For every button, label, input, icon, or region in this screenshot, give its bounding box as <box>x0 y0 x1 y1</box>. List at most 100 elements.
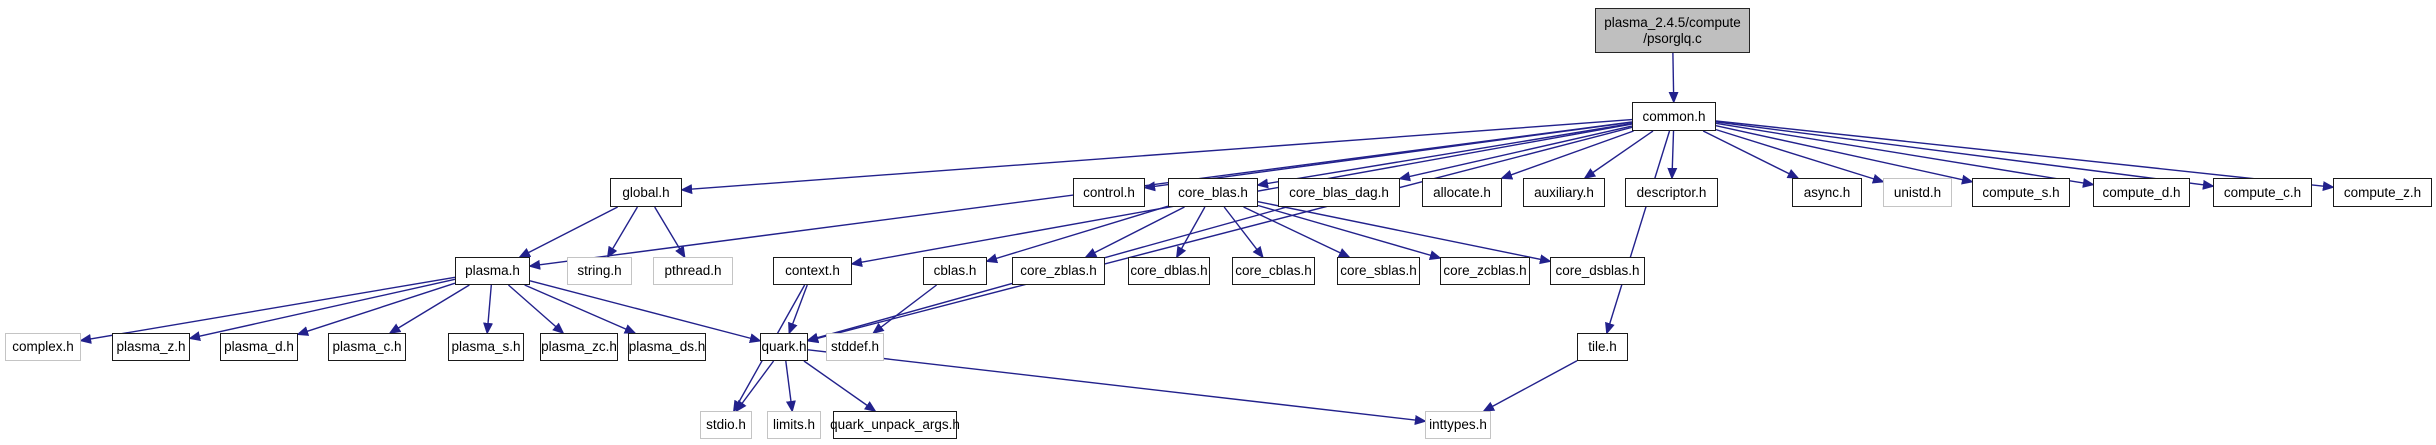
node-label: core_dblas.h <box>1130 263 1208 279</box>
graph-node-core-blas-dag[interactable]: core_blas_dag.h <box>1278 178 1400 207</box>
edge-plasma-to-plasma_ds <box>524 284 637 334</box>
graph-node-cblas[interactable]: cblas.h <box>923 257 987 285</box>
graph-node-core-blas[interactable]: core_blas.h <box>1168 178 1258 207</box>
edge-quark-to-limits <box>785 360 796 413</box>
edge-core_blas-to-core_dsblas <box>1257 201 1552 265</box>
graph-node-core-dsblas[interactable]: core_dsblas.h <box>1550 257 1645 285</box>
graph-node-context[interactable]: context.h <box>773 257 852 285</box>
graph-node-allocate[interactable]: allocate.h <box>1422 178 1502 207</box>
edge-common-to-allocate <box>1500 130 1634 180</box>
node-label: plasma_c.h <box>332 339 402 355</box>
edge-common-to-core_blas_dag <box>1398 125 1633 182</box>
graph-node-plasma-z[interactable]: plasma_z.h <box>112 333 190 361</box>
node-label: compute_c.h <box>2223 184 2302 200</box>
node-label: quark_unpack_args.h <box>830 417 960 433</box>
node-label: plasma_ds.h <box>628 339 706 355</box>
node-label: compute_s.h <box>1982 184 2060 200</box>
edge-common-to-unistd <box>1715 128 1885 184</box>
edge-common-to-descriptor <box>1667 130 1678 180</box>
node-label: compute_d.h <box>2102 184 2181 200</box>
graph-node-compute-z[interactable]: compute_z.h <box>2333 178 2432 207</box>
node-label: auxiliary.h <box>1534 184 1594 200</box>
node-label: core_blas_dag.h <box>1289 184 1389 200</box>
node-label: inttypes.h <box>1429 417 1487 433</box>
node-label: stddef.h <box>830 339 880 355</box>
graph-node-limits: limits.h <box>767 411 821 439</box>
graph-node-psorglq: plasma_2.4.5/compute/psorglq.c <box>1595 8 1750 53</box>
edge-quark-to-quark_unpack_args <box>803 360 877 413</box>
node-label: unistd.h <box>1893 184 1942 200</box>
node-label: plasma_z.h <box>116 339 186 355</box>
graph-node-compute-c[interactable]: compute_c.h <box>2213 178 2312 207</box>
node-label: core_cblas.h <box>1235 263 1312 279</box>
graph-node-string: string.h <box>567 257 632 285</box>
graph-node-auxiliary[interactable]: auxiliary.h <box>1523 178 1605 207</box>
graph-node-plasma-ds[interactable]: plasma_ds.h <box>628 333 706 361</box>
graph-node-compute-s[interactable]: compute_s.h <box>1972 178 2070 207</box>
node-label: core_sblas.h <box>1340 263 1417 279</box>
node-label: tile.h <box>1588 339 1617 355</box>
edge-psorglq-to-common <box>1668 52 1679 104</box>
graph-node-core-sblas[interactable]: core_sblas.h <box>1337 257 1420 285</box>
node-label: compute_z.h <box>2343 184 2422 200</box>
node-label: async.h <box>1803 184 1851 200</box>
edge-common-to-tile <box>1605 130 1671 335</box>
graph-node-plasma-s[interactable]: plasma_s.h <box>448 333 524 361</box>
node-label: context.h <box>785 263 840 279</box>
graph-node-compute-d[interactable]: compute_d.h <box>2093 178 2190 207</box>
node-label: core_zblas.h <box>1020 263 1097 279</box>
graph-node-quark-unpack-args[interactable]: quark_unpack_args.h <box>830 411 960 439</box>
graph-node-tile[interactable]: tile.h <box>1577 333 1628 361</box>
node-label: descriptor.h <box>1636 184 1707 200</box>
edge-global-to-plasma <box>518 206 618 258</box>
edge-common-to-compute_c <box>1715 121 2215 190</box>
node-label: core_blas.h <box>1178 184 1248 200</box>
graph-node-inttypes: inttypes.h <box>1425 411 1491 439</box>
node-label: control.h <box>1083 184 1135 200</box>
graph-node-plasma[interactable]: plasma.h <box>455 257 530 285</box>
node-label: plasma.h <box>465 263 520 279</box>
node-label: pthread.h <box>664 263 722 279</box>
edge-common-to-compute_d <box>1715 122 2095 188</box>
edge-common-to-auxiliary <box>1583 130 1654 180</box>
graph-node-global[interactable]: global.h <box>610 178 682 207</box>
node-label: global.h <box>622 184 670 200</box>
graph-node-core-zcblas[interactable]: core_zcblas.h <box>1440 257 1530 285</box>
graph-node-quark[interactable]: quark.h <box>760 333 808 361</box>
edge-plasma-to-plasma_c <box>388 284 470 334</box>
graph-node-stddef: stddef.h <box>826 333 884 361</box>
edge-global-to-pthread <box>654 206 686 259</box>
edge-plasma-to-plasma_s <box>483 284 494 335</box>
graph-node-stdio: stdio.h <box>700 411 752 439</box>
node-label: plasma_s.h <box>451 339 521 355</box>
graph-node-pthread: pthread.h <box>653 257 733 285</box>
edge-tile-to-inttypes <box>1482 360 1578 412</box>
node-label-line: /psorglq.c <box>1643 30 1702 46</box>
graph-node-async[interactable]: async.h <box>1792 178 1862 207</box>
edge-plasma-to-quark <box>529 280 762 344</box>
graph-node-control[interactable]: control.h <box>1073 178 1145 207</box>
graph-node-complex: complex.h <box>5 333 81 361</box>
node-label: core_dsblas.h <box>1555 263 1640 279</box>
graph-node-core-dblas[interactable]: core_dblas.h <box>1128 257 1210 285</box>
node-label: limits.h <box>772 417 815 433</box>
node-label: stdio.h <box>706 417 746 433</box>
graph-node-common[interactable]: common.h <box>1632 102 1716 131</box>
graph-node-core-cblas[interactable]: core_cblas.h <box>1232 257 1315 285</box>
edge-quark-to-inttypes <box>807 349 1427 425</box>
node-label-line: plasma_2.4.5/compute <box>1604 14 1741 30</box>
graph-node-core-zblas[interactable]: core_zblas.h <box>1012 257 1105 285</box>
graph-node-plasma-d[interactable]: plasma_d.h <box>220 333 298 361</box>
edge-common-to-core_blas <box>1256 122 1633 189</box>
graph-node-plasma-zc[interactable]: plasma_zc.h <box>540 333 618 361</box>
node-label: quark.h <box>761 339 807 355</box>
edge-context-to-quark <box>788 284 808 335</box>
edge-plasma-to-complex <box>79 276 456 344</box>
graph-node-descriptor[interactable]: descriptor.h <box>1625 178 1718 207</box>
edge-quark-to-stdio <box>735 360 775 413</box>
graph-node-unistd: unistd.h <box>1883 178 1952 207</box>
node-label: allocate.h <box>1433 184 1491 200</box>
graph-node-plasma-c[interactable]: plasma_c.h <box>328 333 406 361</box>
